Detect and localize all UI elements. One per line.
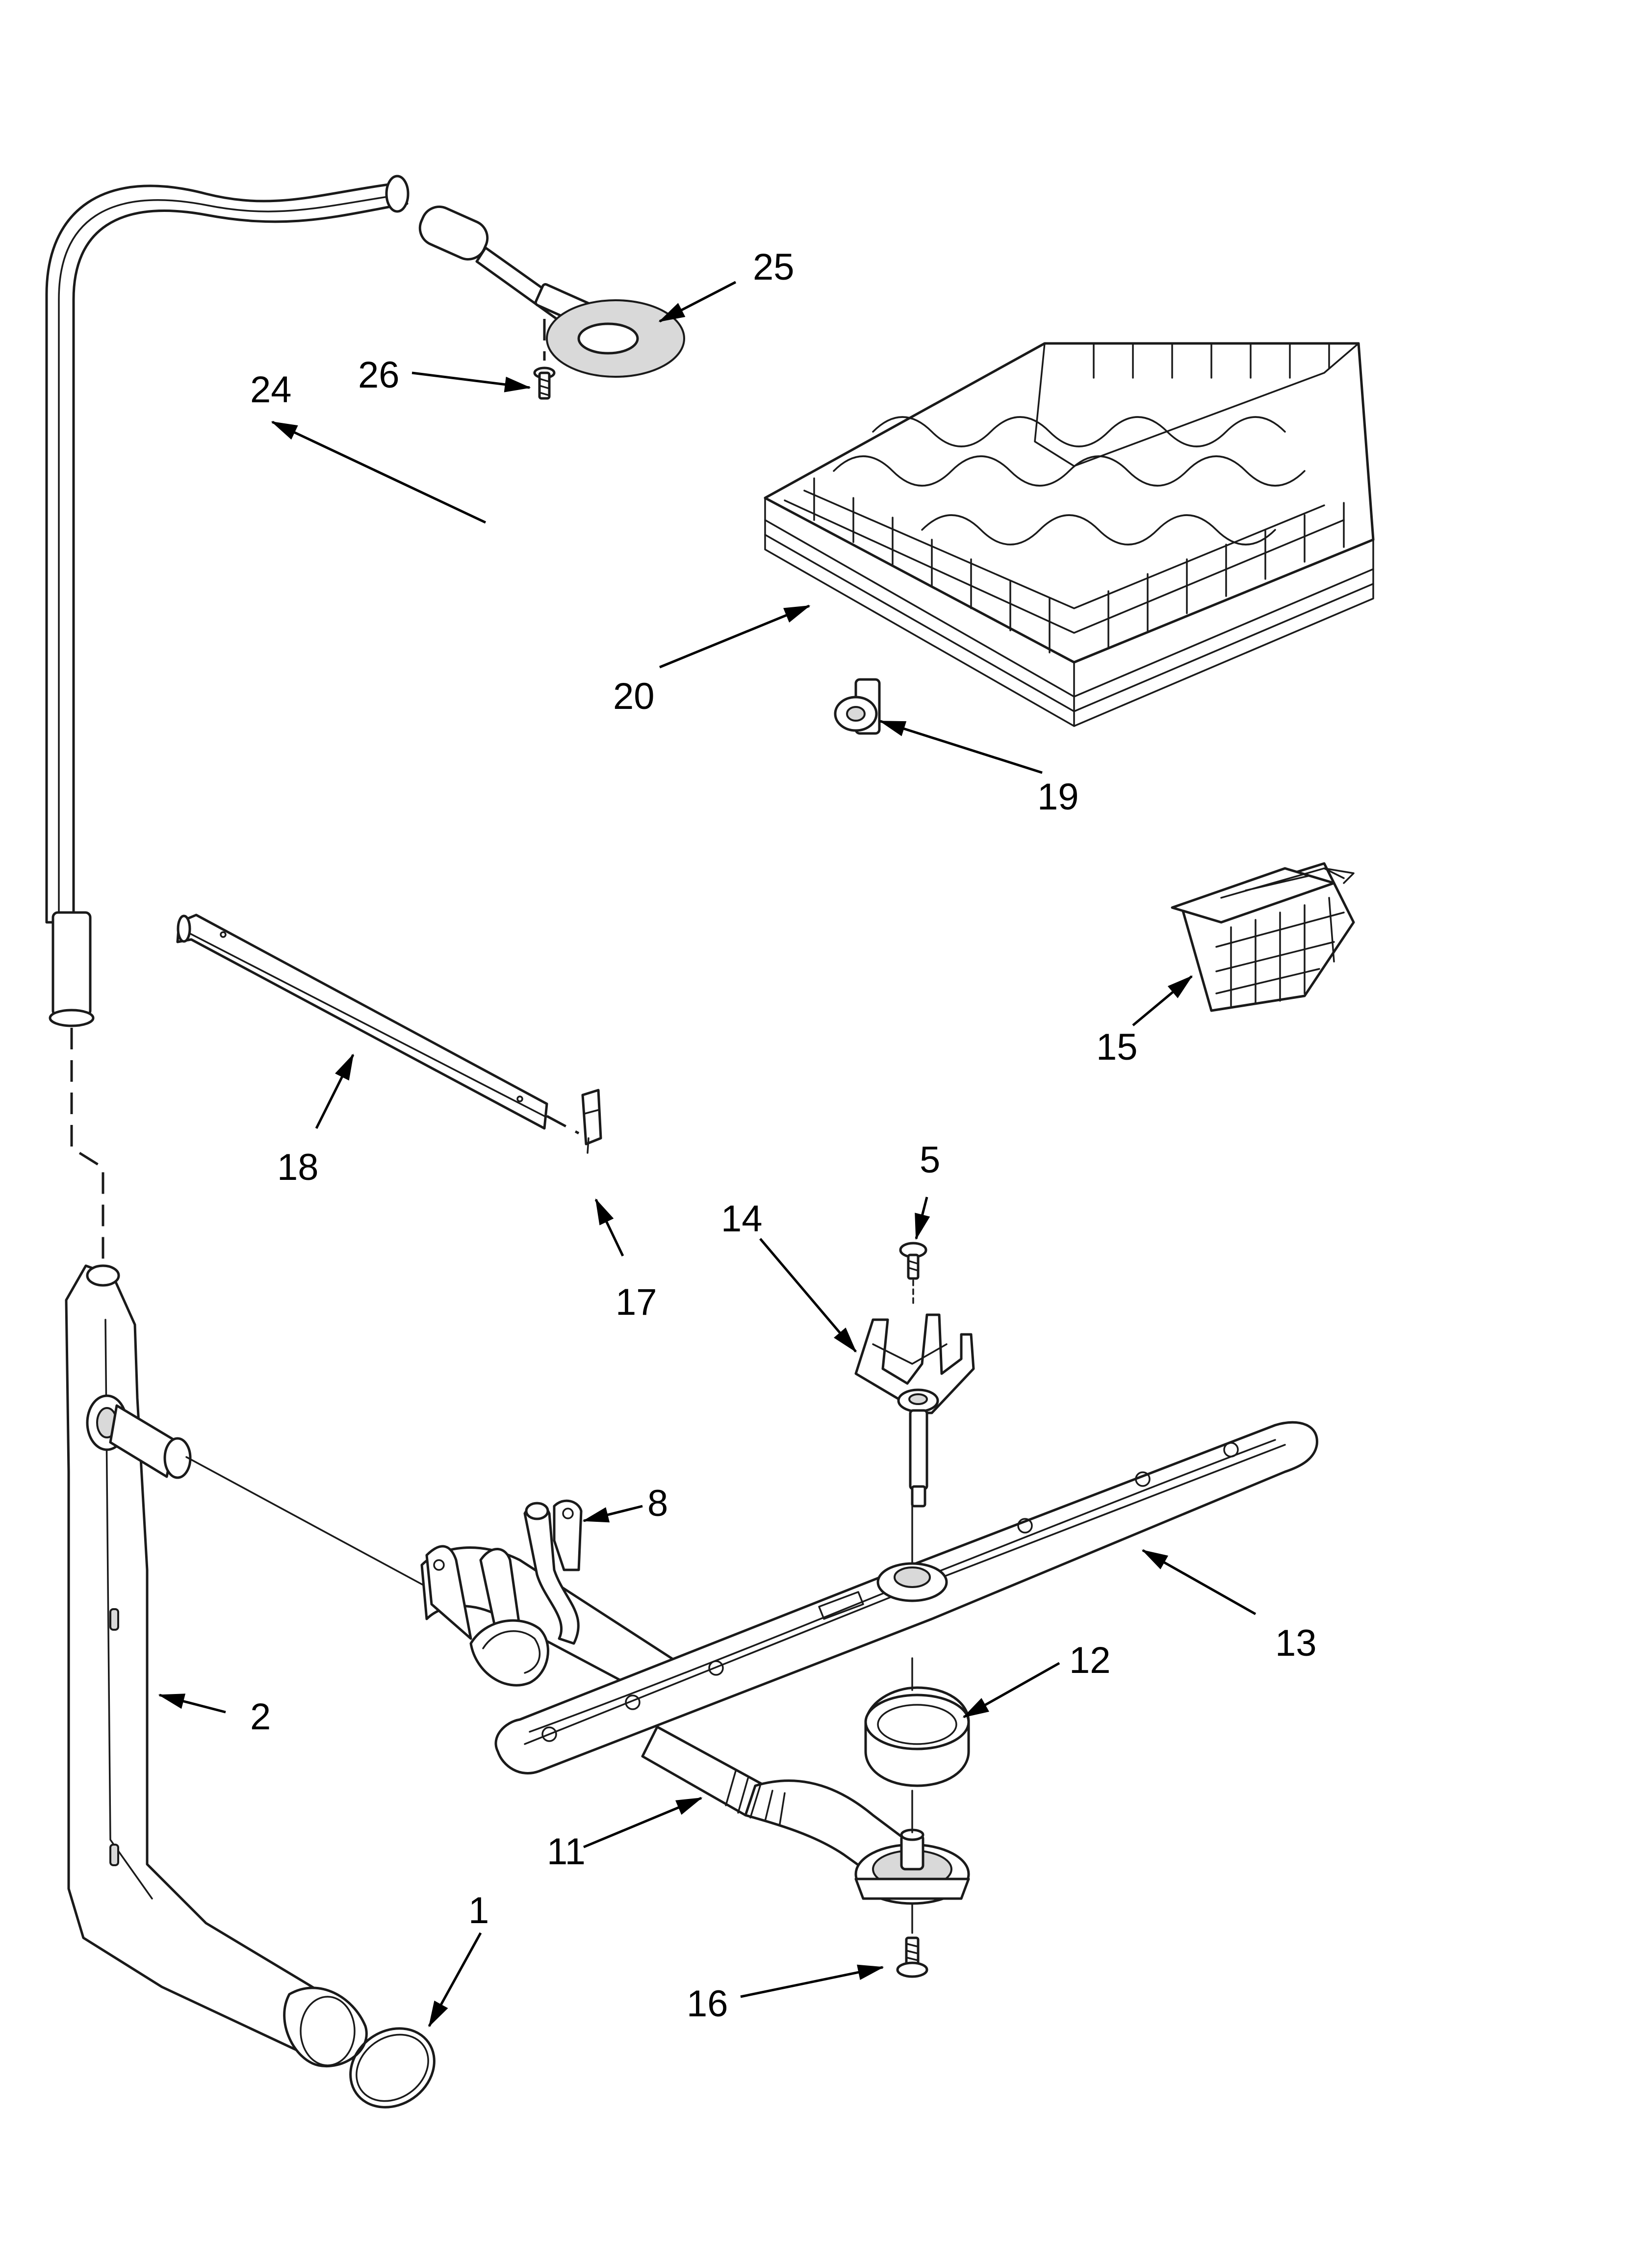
part-1-seal-ring bbox=[349, 2027, 436, 2109]
callout-2: 2 bbox=[250, 1696, 271, 1738]
part-26-screw bbox=[533, 366, 556, 400]
part-20-upper-dishrack bbox=[764, 342, 1375, 727]
callout-1: 1 bbox=[468, 1890, 489, 1931]
leader-15 bbox=[1132, 975, 1193, 1026]
leader-8 bbox=[582, 1505, 643, 1523]
leader-13 bbox=[1141, 1549, 1257, 1616]
part-15-silverware-basket bbox=[1171, 862, 1355, 1012]
part-2-lower-manifold bbox=[65, 1264, 368, 2067]
leader-12 bbox=[962, 1662, 1060, 1719]
leader-18 bbox=[315, 1053, 355, 1129]
part-12-seal bbox=[864, 1657, 970, 1833]
leader-1 bbox=[428, 1932, 482, 2028]
part-14-spray-arm-mount bbox=[854, 1313, 975, 1508]
part-8-clamp bbox=[425, 1499, 583, 1687]
callout-25: 25 bbox=[753, 246, 795, 288]
callout-17: 17 bbox=[616, 1281, 657, 1323]
part-17-clip bbox=[581, 1089, 602, 1154]
callout-26: 26 bbox=[358, 354, 400, 396]
callout-labels: 24 25 26 20 19 15 18 17 5 14 8 13 12 2 1… bbox=[250, 246, 1317, 2025]
leader-17 bbox=[594, 1198, 624, 1257]
part-24-to-2-dashed-guide bbox=[70, 1028, 104, 1261]
leader-2 bbox=[158, 1694, 226, 1714]
callout-18: 18 bbox=[277, 1147, 319, 1188]
part-24-supply-tube bbox=[45, 175, 410, 1027]
part-13-upper-spray-arm bbox=[494, 1421, 1318, 1774]
callout-11: 11 bbox=[547, 1831, 586, 1873]
callout-13: 13 bbox=[1275, 1622, 1317, 1664]
manifold-to-feed-tube-guide bbox=[185, 1456, 433, 1590]
part-19-rack-roller bbox=[834, 678, 881, 735]
rack-tines bbox=[813, 342, 1345, 653]
callout-12: 12 bbox=[1069, 1640, 1111, 1681]
callout-19: 19 bbox=[1037, 776, 1079, 818]
leader-11 bbox=[583, 1797, 703, 1849]
callout-5: 5 bbox=[920, 1139, 940, 1181]
callout-16: 16 bbox=[687, 1983, 728, 2025]
part-25-top-spray-nozzle bbox=[418, 206, 685, 378]
callout-15: 15 bbox=[1096, 1026, 1138, 1068]
leader-26 bbox=[411, 371, 531, 392]
leader-19 bbox=[879, 720, 1043, 774]
leader-16 bbox=[740, 1964, 884, 1998]
leader-24 bbox=[271, 420, 487, 524]
part-5-screw bbox=[899, 1242, 927, 1306]
leader-25 bbox=[658, 281, 737, 323]
leader-20 bbox=[659, 604, 811, 669]
callout-20: 20 bbox=[613, 676, 655, 717]
callout-leaders bbox=[158, 281, 1257, 2028]
callout-8: 8 bbox=[647, 1483, 668, 1524]
leader-5 bbox=[915, 1197, 930, 1240]
callout-14: 14 bbox=[721, 1198, 763, 1240]
part-16-screw bbox=[896, 1903, 928, 1978]
callout-24: 24 bbox=[250, 369, 292, 411]
part-18-rack-track bbox=[176, 913, 580, 1135]
leader-14 bbox=[759, 1238, 857, 1353]
